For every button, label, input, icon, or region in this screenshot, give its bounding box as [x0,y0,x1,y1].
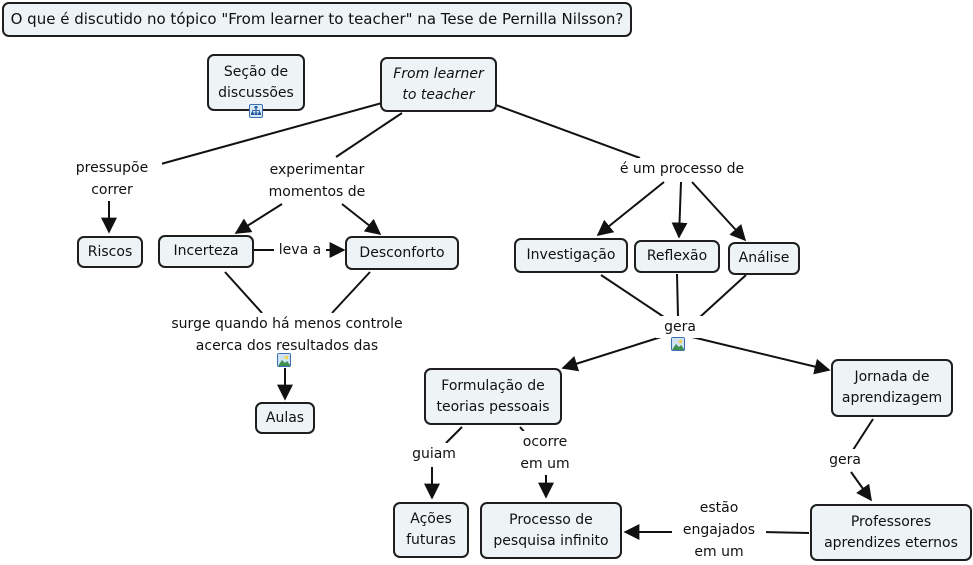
connector [495,104,641,159]
link-label-guiam: guiam [406,443,462,465]
node-aulas[interactable]: Aulas [255,402,315,434]
link-label-ocorre-em-um: ocorre em um [510,431,580,475]
node-reflexao[interactable]: Reflexão [634,240,720,273]
node-jornada-de-aprendizagem[interactable]: Jornada de aprendizagem [831,359,953,417]
concept-map-link-icon[interactable] [249,104,263,118]
node-desconforto[interactable]: Desconforto [345,236,459,270]
arrow [596,181,665,237]
link-label-leva-a: leva a [274,239,326,261]
node-secao-de-discussoes[interactable]: Seção de discussões [207,54,305,111]
arrow [671,181,688,239]
connector [224,271,263,314]
node-professores-aprendizes-eternos[interactable]: Professores aprendizes eternos [810,504,972,561]
link-label-gera-2: gera [821,449,869,471]
node-riscos[interactable]: Riscos [77,236,143,268]
link-label-pressupoe-correr: pressupõe correr [62,157,162,201]
image-resource-icon[interactable] [671,337,685,351]
arrow [234,203,283,234]
connector [445,426,463,444]
arrow [850,471,872,502]
image-resource-icon[interactable] [277,353,291,367]
link-label-experimentar-momentos-de: experimentar momentos de [258,159,376,203]
node-from-learner-to-teacher[interactable]: From learner to teacher [380,57,497,112]
connector [600,274,665,318]
connector [331,271,371,314]
connector [699,274,747,318]
link-label-processo-de: é um processo de [610,158,754,180]
arrow [341,203,382,235]
arrow [691,181,747,242]
connector [676,273,679,318]
connector [852,418,874,451]
node-processo-de-pesquisa-infinito[interactable]: Processo de pesquisa infinito [480,502,622,559]
node-acoes-futuras[interactable]: Ações futuras [393,502,469,558]
node-formulacao-de-teorias-pessoais[interactable]: Formulação de teorias pessoais [424,368,562,425]
connector [761,531,810,534]
link-label-surge-quando: surge quando há menos controle acerca do… [160,313,414,357]
connector [335,112,403,158]
connector [149,102,383,168]
link-label-gera: gera [656,316,704,338]
node-incerteza[interactable]: Incerteza [158,235,254,268]
arrow [691,336,831,375]
node-analise[interactable]: Análise [728,242,800,275]
arrow [561,336,662,372]
node-investigacao[interactable]: Investigação [514,238,628,273]
question-node[interactable]: O que é discutido no tópico "From learne… [2,2,632,37]
link-label-estao-engajados-em-um: estão engajados em um [672,497,766,563]
